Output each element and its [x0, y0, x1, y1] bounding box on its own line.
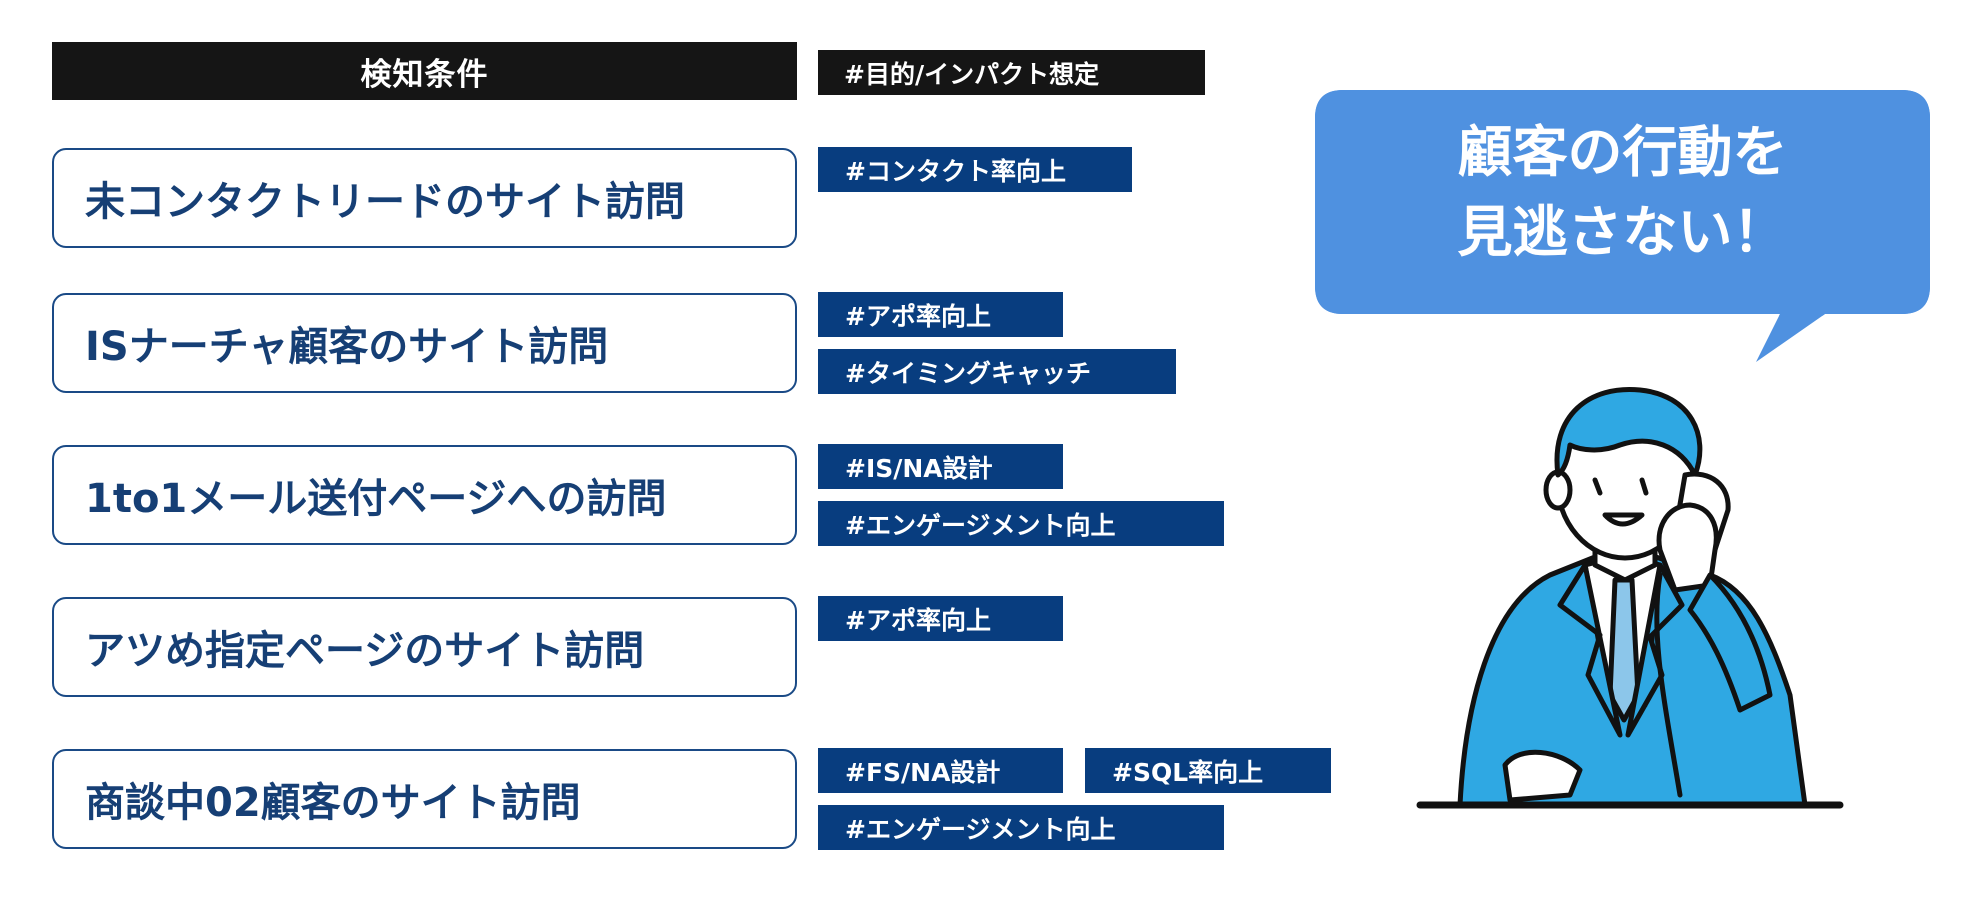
condition-box-3: 1to1メール送付ページへの訪問: [52, 445, 797, 545]
businessman-on-phone-icon: [1416, 386, 1844, 809]
purpose-tag: #コンタクト率向上: [818, 147, 1132, 192]
purpose-tag: #アポ率向上: [818, 292, 1063, 337]
condition-label: 商談中02顧客のサイト訪問: [85, 780, 581, 826]
speech-bubble-tail: [1315, 90, 1930, 362]
purpose-column-header: #目的/インパクト想定: [818, 50, 1205, 95]
condition-box-5: 商談中02顧客のサイト訪問: [52, 749, 797, 849]
condition-label: アツめ指定ページのサイト訪問: [85, 628, 645, 674]
purpose-tag: #エンゲージメント向上: [818, 501, 1224, 546]
bubble-line-2: 見逃さない！: [1457, 200, 1788, 264]
purpose-tag: #タイミングキャッチ: [818, 349, 1176, 394]
speech-bubble-text: 顧客の行動を 見逃さない！: [1315, 112, 1930, 272]
purpose-tag: #アポ率向上: [818, 596, 1063, 641]
condition-column-header: 検知条件: [52, 42, 797, 100]
purpose-tag: #FS/NA設計: [818, 748, 1063, 793]
purpose-tag: #エンゲージメント向上: [818, 805, 1224, 850]
bubble-line-1: 顧客の行動を: [1457, 120, 1788, 184]
purpose-tag: #SQL率向上: [1085, 748, 1331, 793]
purpose-tag: #IS/NA設計: [818, 444, 1063, 489]
condition-box-2: ISナーチャ顧客のサイト訪問: [52, 293, 797, 393]
condition-box-1: 未コンタクトリードのサイト訪問: [52, 148, 797, 248]
condition-label: 1to1メール送付ページへの訪問: [85, 476, 667, 522]
condition-label: 未コンタクトリードのサイト訪問: [85, 179, 685, 225]
condition-box-4: アツめ指定ページのサイト訪問: [52, 597, 797, 697]
condition-label: ISナーチャ顧客のサイト訪問: [85, 324, 609, 370]
